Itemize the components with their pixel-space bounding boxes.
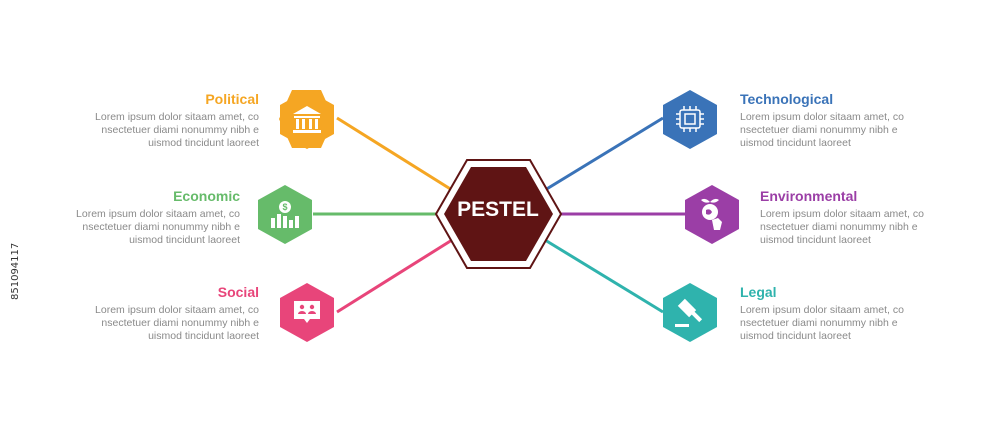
legal-block: Legal Lorem ipsum dolor sitaam amet, co … xyxy=(740,284,980,343)
chat-people-icon xyxy=(294,301,320,323)
center-hexagon xyxy=(444,167,553,261)
plant-hand-icon xyxy=(701,198,722,230)
environmental-block: Environmental Lorem ipsum dolor sitaam a… xyxy=(760,188,1000,247)
social-block: Social Lorem ipsum dolor sitaam amet, co… xyxy=(19,284,259,343)
technological-title: Technological xyxy=(740,91,834,107)
political-hexagon xyxy=(279,90,334,149)
environmental-title: Environmental xyxy=(760,188,858,204)
economic-block: Economic Lorem ipsum dolor sitaam amet, … xyxy=(0,188,240,247)
environmental-hexagon xyxy=(685,185,739,244)
environmental-desc: Lorem ipsum dolor sitaam amet, co nsecte… xyxy=(760,208,924,246)
legal-title: Legal xyxy=(740,284,777,300)
connector-political xyxy=(336,116,453,192)
svg-text:$: $ xyxy=(282,202,287,212)
watermark-id: 851094117 xyxy=(10,242,21,300)
political-title: Political xyxy=(205,91,259,107)
legal-desc: Lorem ipsum dolor sitaam amet, co nsecte… xyxy=(740,304,904,342)
connector-technological xyxy=(544,116,664,192)
gavel-icon xyxy=(675,298,703,327)
legal-hexagon xyxy=(663,283,717,342)
technological-hexagon xyxy=(663,90,717,149)
economic-desc: Lorem ipsum dolor sitaam amet, co nsecte… xyxy=(76,208,240,246)
political-block: Political Lorem ipsum dolor sitaam amet,… xyxy=(19,91,259,150)
chip-icon xyxy=(676,106,704,132)
social-desc: Lorem ipsum dolor sitaam amet, co nsecte… xyxy=(95,304,259,342)
technological-block: Technological Lorem ipsum dolor sitaam a… xyxy=(740,91,980,150)
connector-legal xyxy=(544,238,664,314)
social-hexagon xyxy=(280,283,334,342)
dollar-chart-icon: $ xyxy=(271,201,299,228)
economic-hexagon: $ xyxy=(258,185,312,244)
bank-icon xyxy=(293,106,321,133)
social-title: Social xyxy=(217,284,259,300)
technological-desc: Lorem ipsum dolor sitaam amet, co nsecte… xyxy=(740,111,904,149)
political-desc: Lorem ipsum dolor sitaam amet, co nsecte… xyxy=(95,111,259,149)
economic-title: Economic xyxy=(173,188,240,204)
center-label: PESTEL xyxy=(457,198,539,221)
connector-social xyxy=(336,238,453,314)
